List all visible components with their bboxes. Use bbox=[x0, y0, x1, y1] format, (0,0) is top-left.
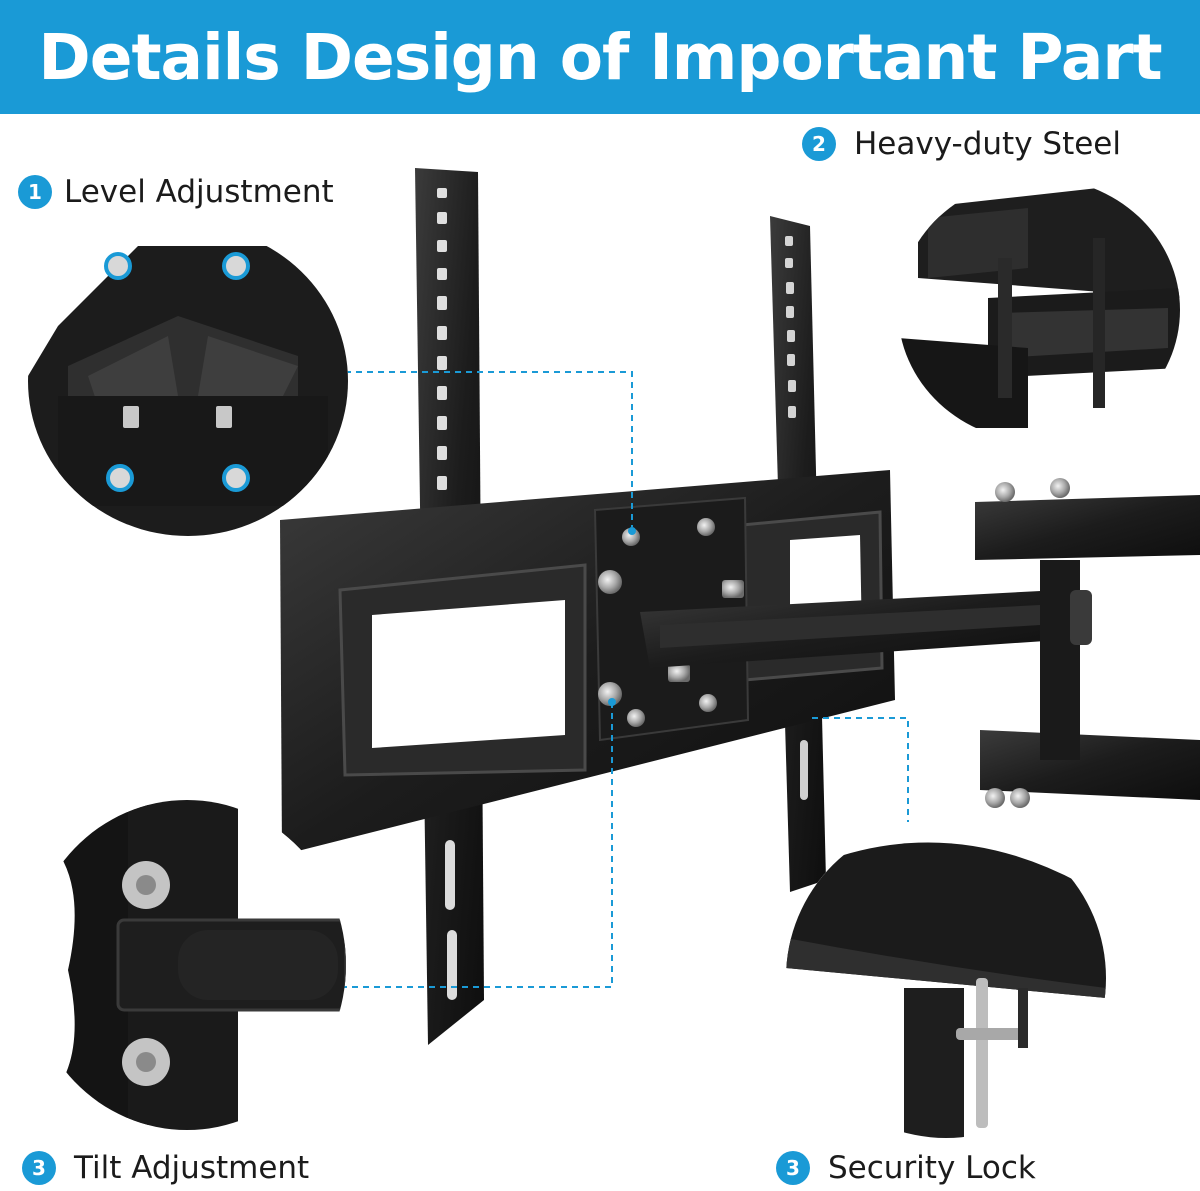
tv-mount-illustration bbox=[280, 168, 1200, 1045]
callout-number-badge: 2 bbox=[802, 127, 836, 161]
level-adjustment-closeup-icon bbox=[28, 226, 348, 536]
callout-label-level-adjustment: 1 Level Adjustment bbox=[18, 174, 334, 210]
header-banner: Details Design of Important Part bbox=[0, 0, 1200, 114]
pointer-dots bbox=[608, 527, 636, 706]
callout-label-tilt-adjustment: 3 Tilt Adjustment bbox=[22, 1150, 309, 1186]
page-title: Details Design of Important Part bbox=[38, 20, 1162, 94]
callout-label-security-lock: 3 Security Lock bbox=[776, 1150, 1036, 1186]
steel-arm-closeup-icon bbox=[898, 178, 1180, 442]
callout-label-heavy-duty-steel: 2 Heavy-duty Steel bbox=[802, 126, 1121, 162]
callout-pointer-lines bbox=[330, 371, 909, 988]
callout-label-text: Tilt Adjustment bbox=[74, 1150, 310, 1186]
callout-number-badge: 3 bbox=[776, 1151, 810, 1185]
security-lock-closeup-icon bbox=[786, 818, 1106, 1138]
callout-number-badge: 3 bbox=[22, 1151, 56, 1185]
callout-label-text: Level Adjustment bbox=[64, 174, 334, 210]
callout-label-text: Security Lock bbox=[828, 1150, 1036, 1186]
callout-label-text: Heavy-duty Steel bbox=[854, 126, 1121, 162]
articulating-arm bbox=[640, 478, 1200, 808]
tilt-adjustment-closeup-icon bbox=[28, 800, 346, 1130]
callout-number-badge: 1 bbox=[18, 175, 52, 209]
